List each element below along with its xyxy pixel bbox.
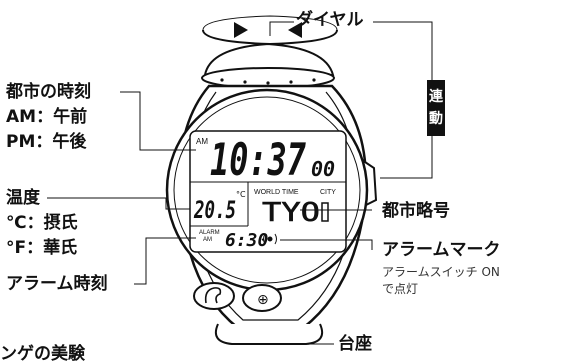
city-time-label: 都市の時刻 — [6, 82, 91, 102]
link-top-char: 連 — [429, 89, 443, 105]
alarm-bell-icon — [263, 233, 277, 245]
leader-lines — [47, 21, 433, 345]
link-badge: 連 動 — [427, 80, 445, 136]
am-indicator: AM — [196, 137, 208, 146]
base — [214, 323, 324, 345]
temp-digits: 20.5 — [193, 196, 236, 224]
arrow-right-icon — [288, 22, 302, 38]
bottom-partial-heading: ンゲの美験 — [0, 344, 85, 364]
arrow-left-icon — [234, 22, 248, 38]
am-label: AM：午前 — [6, 107, 88, 127]
alarm-time-label: アラーム時刻 — [6, 274, 108, 294]
city-code-label: 都市略号 — [382, 201, 450, 221]
lcd-screen — [189, 130, 347, 253]
time-digits: 10:37 — [210, 135, 306, 186]
svg-text:⊕: ⊕ — [257, 292, 269, 308]
alarm-note-line2: で点灯 — [382, 282, 419, 296]
temp-unit-icon: °C — [236, 190, 246, 199]
alarm-mark-label: アラームマーク — [382, 240, 501, 260]
celsius-label: ℃：摂氏 — [6, 213, 78, 233]
alarm-time-digits: 6:30 — [225, 230, 269, 251]
alarm-note-line1: アラームスイッチ ON — [382, 265, 500, 279]
city-code-digits: TYO — [262, 198, 320, 228]
temperature-label: 温度 — [6, 188, 40, 208]
link-bottom-char: 動 — [429, 111, 443, 127]
alarm-label: ALARM — [199, 230, 220, 236]
bottom-button-right[interactable]: ⊕ — [242, 284, 282, 312]
base-label: 台座 — [338, 334, 372, 354]
seconds-digits: 00 — [311, 157, 335, 181]
dial-label: ダイヤル — [296, 10, 364, 30]
world-time-label: WORLD TIME — [254, 189, 299, 196]
pm-label: PM：午後 — [6, 132, 87, 152]
fahrenheit-label: °F：華氏 — [6, 238, 78, 258]
top-dome — [203, 42, 335, 76]
dial-dots — [220, 78, 316, 85]
city-label: CITY — [320, 189, 336, 196]
city-code-marker — [321, 202, 329, 222]
bottom-button-left[interactable] — [193, 282, 235, 310]
alarm-am-label: AM — [203, 237, 212, 243]
